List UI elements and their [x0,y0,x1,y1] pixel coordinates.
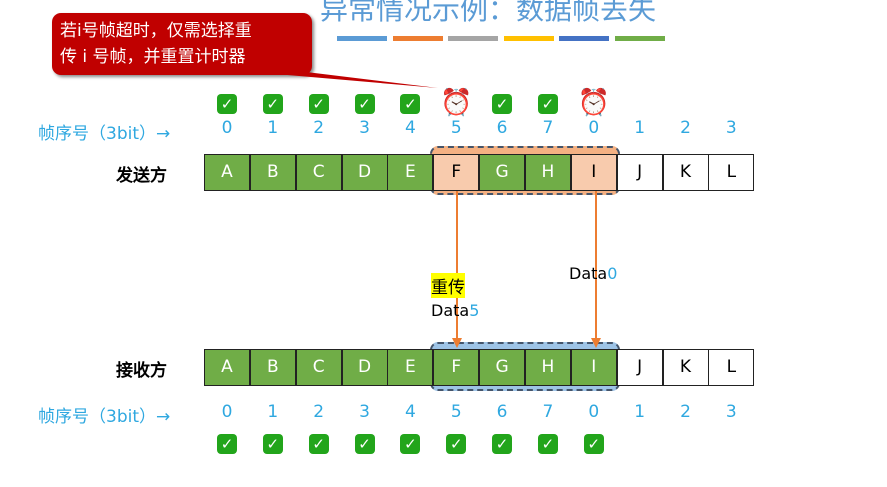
label-data5: Data5 [431,301,479,320]
frame-cell-f: F [433,349,480,386]
data-text: Data [569,264,608,283]
check-icon: ✓ [479,430,525,454]
slide-title: 异常情况示例：数据帧丢失 [320,0,657,26]
arrow-head-data0 [591,338,601,348]
retransmit-tag: 重传 [431,273,465,298]
seq-number: 6 [496,402,508,422]
check-icon: ✓ [250,90,296,114]
seq-number: 7 [542,402,554,422]
check-icon: ✓ [204,90,250,114]
frame-cell-k: K [662,154,709,191]
seq-number: 3 [359,402,370,422]
frame-cell-j: J [616,349,663,386]
data-num: 0 [607,264,618,283]
frame-cell-i: I [570,349,617,386]
check-icon: ✓ [296,90,342,114]
check-icon: ✓ [342,90,388,114]
seq-number: 4 [404,402,416,422]
sender-seq-label: 帧序号（3bit）→ [38,124,171,144]
sender-label: 发送方 [116,166,167,186]
title-bar [392,36,443,41]
seq-number: 0 [221,118,233,138]
check-icon: ✓ [204,430,250,454]
frame-cell-c: C [295,154,342,191]
seq-number: 0 [221,402,233,422]
check-icon: ✓ [250,430,296,454]
seq-number: 3 [359,118,370,138]
alarm-clock-icon: ⏰ [440,88,473,118]
data-num: 5 [469,301,480,320]
title-bar [503,36,554,41]
frame-cell-a: A [204,154,250,191]
seq-number: 1 [267,402,279,422]
arrow-head-data5 [452,338,462,348]
check-icon: ✓ [296,430,342,454]
frame-cell-e: E [387,349,434,386]
frame-cell-l: L [708,349,755,386]
check-icon: ✓ [525,430,571,454]
seq-number: 6 [496,118,508,138]
check-icon: ✓ [433,430,479,454]
seq-number: 5 [450,118,462,138]
receiver-seq-label: 帧序号（3bit）→ [38,407,171,427]
title-bar [448,36,498,41]
frame-cell-k: K [662,349,709,386]
seq-number: 2 [313,118,325,138]
arrow-data0 [595,191,597,341]
frame-cell-c: C [295,349,342,386]
seq-number: 3 [725,402,737,422]
seq-number: 5 [450,402,462,422]
check-icon: ✓ [387,90,433,114]
check-icon: ✓ [479,90,525,114]
label-data0: Data0 [569,264,617,283]
callout-line-2: 传 i 号帧，并重置计时器 [60,47,246,67]
check-icon: ✓ [525,90,571,114]
callout-line-1: 若i号帧超时，仅需选择重 [60,21,252,41]
title-bar [337,36,387,41]
seq-number: 0 [588,118,600,138]
frame-cell-b: B [249,349,296,386]
frame-cell-d: D [341,349,388,386]
frame-cell-h: H [524,349,571,386]
title-bar [614,36,665,41]
seq-number: 2 [313,402,325,422]
receiver-label: 接收方 [116,361,167,381]
seq-number: 2 [680,402,691,422]
frame-cell-g: G [479,349,526,386]
frame-cell-f: F [433,154,480,191]
callout-bubble: 若i号帧超时，仅需选择重 传 i 号帧，并重置计时器 [52,13,312,75]
frame-cell-g: G [479,154,526,191]
seq-number: 0 [588,402,600,422]
check-icon: ✓ [571,430,617,454]
frame-cell-h: H [524,154,571,191]
seq-number: 1 [267,118,279,138]
alarm-clock-icon: ⏰ [577,88,610,118]
frame-cell-b: B [249,154,296,191]
check-icon: ✓ [342,430,388,454]
frame-cell-e: E [387,154,434,191]
data-text: Data [431,301,470,320]
seq-number: 4 [404,118,416,138]
title-bar [559,36,609,41]
frame-cell-a: A [204,349,250,386]
seq-number: 3 [725,118,737,138]
frame-cell-d: D [341,154,388,191]
arrow-data5 [456,191,458,341]
frame-cell-l: L [708,154,755,191]
seq-number: 2 [680,118,691,138]
frame-cell-j: J [616,154,663,191]
seq-number: 1 [634,402,646,422]
check-icon: ✓ [387,430,433,454]
frame-cell-i: I [570,154,617,191]
seq-number: 1 [634,118,646,138]
seq-number: 7 [542,118,554,138]
